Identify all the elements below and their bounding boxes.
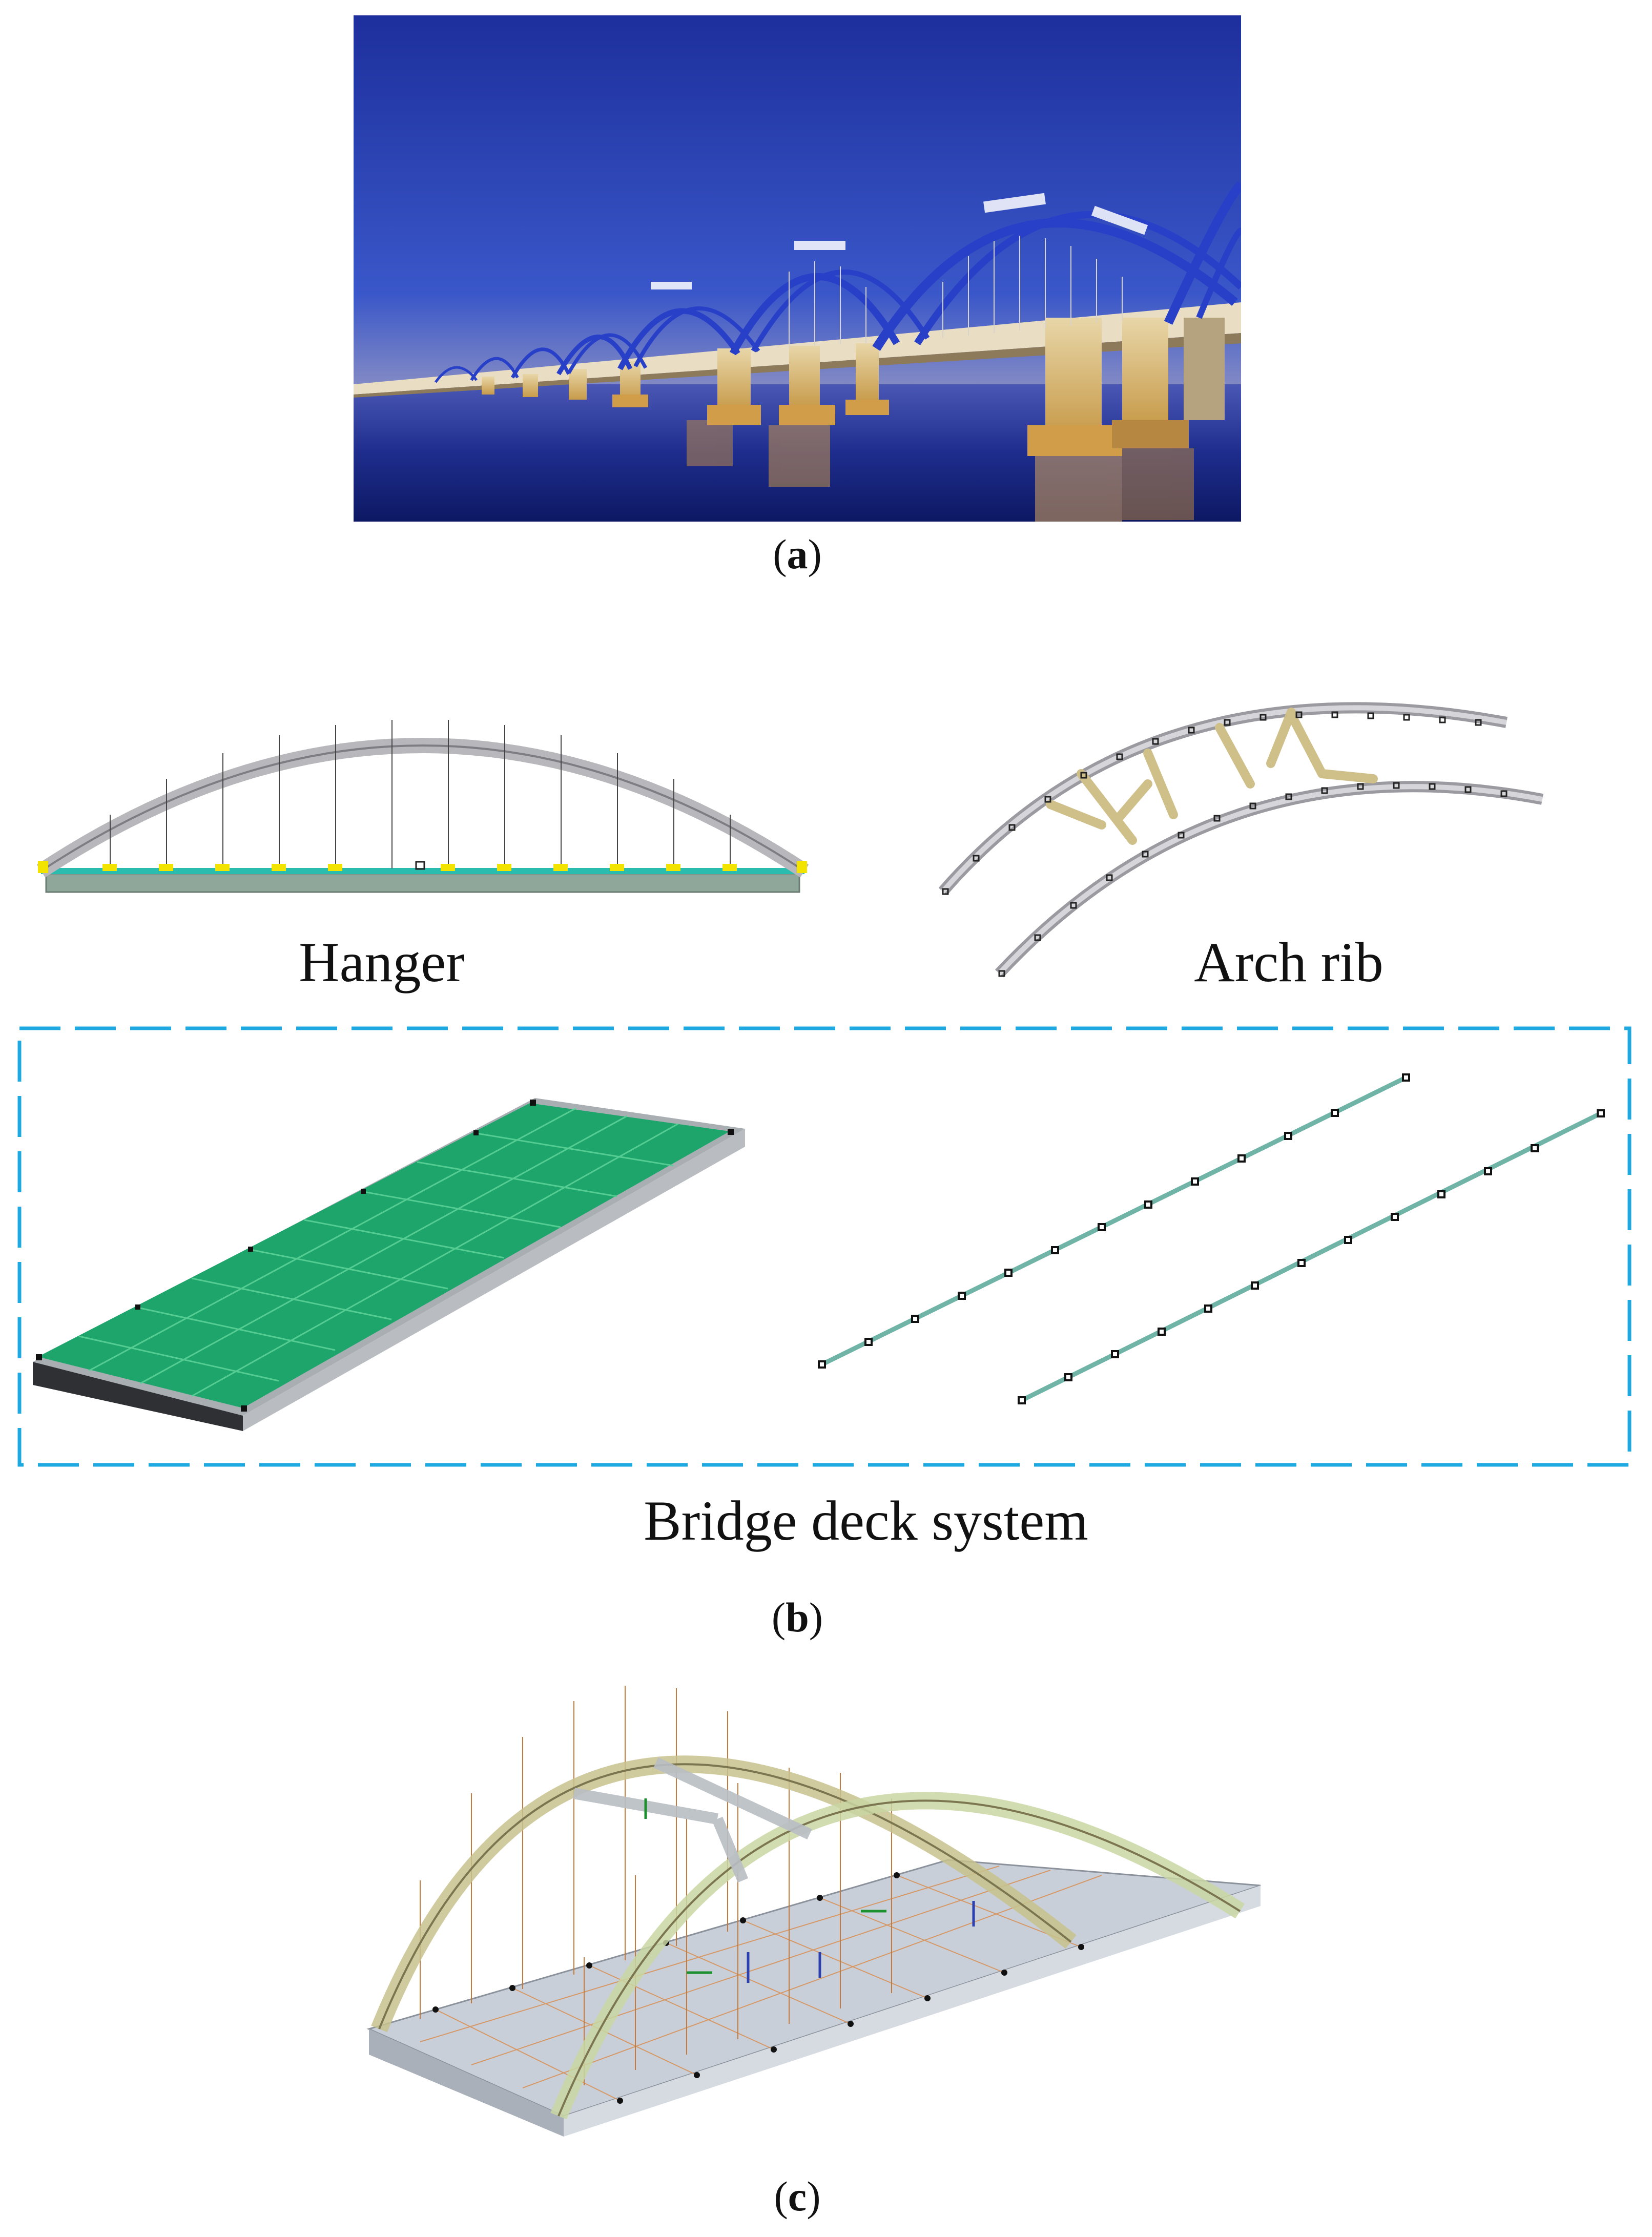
deck-slab-model [33, 1098, 745, 1431]
hanger-model-drawing [31, 681, 820, 907]
arch-rib-model-drawing [933, 681, 1568, 989]
caption-c: (c) [774, 2173, 821, 2220]
caption-b: (b) [771, 1594, 823, 1641]
caption-c-letter: c [788, 2173, 807, 2220]
arch-nodes [942, 711, 1508, 977]
deck-system-dashed-box [17, 1026, 1632, 1467]
bridge-piers [482, 318, 1225, 456]
label-hanger: Hanger [299, 931, 465, 993]
bridge-hangers [789, 236, 1123, 348]
arch-bracing [1046, 708, 1378, 845]
panel-a-bridge-photo [354, 15, 1241, 522]
caption-a: (a) [773, 531, 822, 577]
caption-b-letter: b [786, 1594, 809, 1641]
hanger-anchor-markers [38, 861, 807, 873]
label-bridge-deck-system: Bridge deck system [644, 1489, 1088, 1552]
longitudinal-beams [818, 1073, 1605, 1404]
caption-a-letter: a [787, 531, 808, 577]
assembled-bridge-model [359, 1665, 1281, 2142]
bridge-photo-illustration [354, 15, 1241, 522]
label-arch-rib: Arch rib [1194, 931, 1383, 993]
